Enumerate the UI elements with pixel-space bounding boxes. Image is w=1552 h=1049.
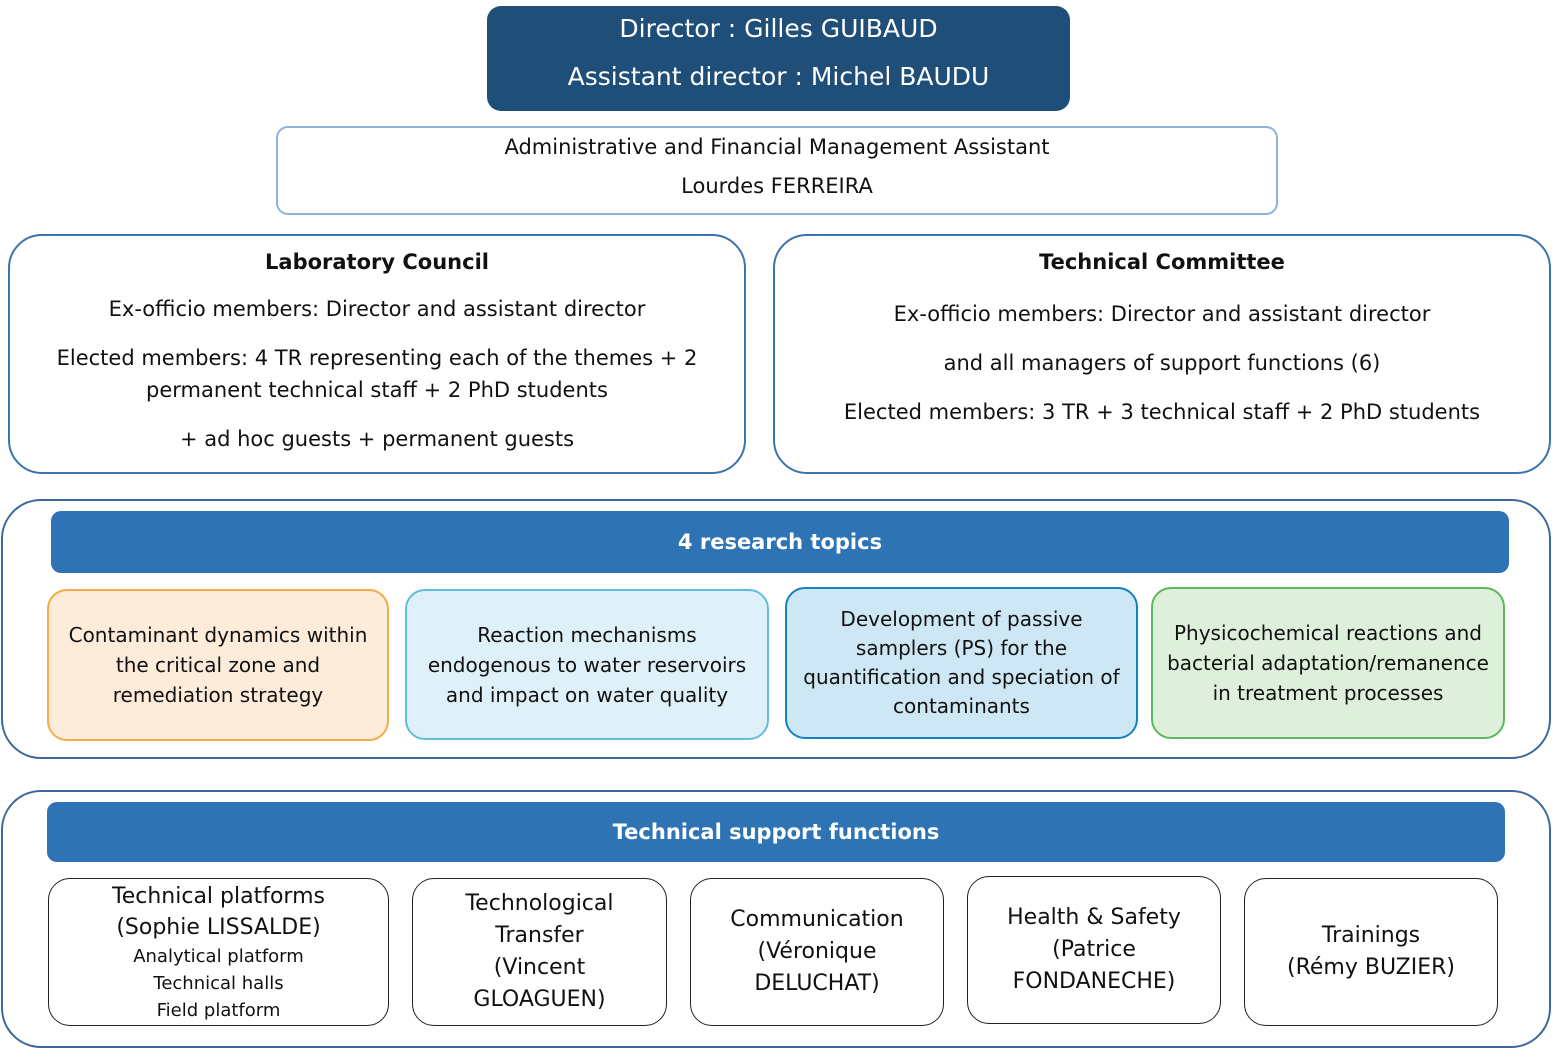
support-functions-container (1, 790, 1551, 1048)
technical-committee-box: Technical Committee Ex-officio members: … (773, 234, 1551, 474)
function-line: Health & Safety (1007, 905, 1181, 930)
function-subitem: Analytical platform (133, 945, 304, 967)
research-topic-card: Development of passive samplers (PS) for… (785, 587, 1138, 739)
support-function-card: Health & Safety (Patrice FONDANECHE) (967, 876, 1221, 1024)
topic-line: the critical zone and (115, 653, 321, 677)
assistant-director-name: Assistant director : Michel BAUDU (567, 61, 990, 91)
function-title: Technical platforms (112, 883, 325, 909)
research-topic-card: Contaminant dynamics within the critical… (47, 589, 389, 741)
topic-line: in treatment processes (1212, 681, 1444, 705)
director-box: Director : Gilles GUIBAUD Assistant dire… (487, 6, 1070, 111)
function-line: Communication (730, 907, 904, 932)
research-topic-text: Development of passive samplers (PS) for… (803, 605, 1119, 721)
function-line: GLOAGUEN) (473, 987, 606, 1012)
topic-line: quantification and speciation of (803, 665, 1120, 689)
committee-managers: and all managers of support functions (6… (943, 351, 1381, 375)
function-subitem: Technical halls (153, 972, 284, 994)
committee-elected: Elected members: 3 TR + 3 technical staf… (843, 400, 1481, 424)
function-line: FONDANECHE) (1012, 969, 1176, 994)
topic-line: remediation strategy (112, 683, 324, 707)
support-functions-banner: Technical support functions (47, 802, 1505, 862)
council-guests: + ad hoc guests + permanent guests (179, 427, 575, 451)
topic-line: samplers (PS) for the (855, 636, 1068, 660)
research-topic-card: Physicochemical reactions and bacterial … (1151, 587, 1505, 739)
support-function-card: Technical platforms (Sophie LISSALDE) An… (48, 878, 389, 1026)
topic-line: and impact on water quality (445, 682, 729, 707)
topic-line: Contaminant dynamics within (68, 623, 368, 647)
function-line: (Vincent (493, 955, 586, 980)
council-title: Laboratory Council (265, 250, 489, 274)
topic-line: Reaction mechanisms (477, 622, 697, 647)
admin-assistant-name: Lourdes FERREIRA (681, 174, 873, 198)
council-elected: Elected members: 4 TR representing each … (57, 342, 698, 406)
function-line: Technological (465, 891, 614, 916)
function-line: Transfer (495, 923, 584, 948)
topic-line: Physicochemical reactions and (1173, 621, 1483, 645)
committee-ex-officio: Ex-officio members: Director and assista… (893, 302, 1431, 326)
admin-assistant-role: Administrative and Financial Management … (504, 135, 1050, 159)
function-manager: (Sophie LISSALDE) (116, 914, 321, 940)
function-line: Trainings (1321, 923, 1421, 948)
support-function-card: Communication (Véronique DELUCHAT) (690, 878, 944, 1026)
research-topic-text: Contaminant dynamics within the critical… (69, 620, 368, 710)
research-topic-text: Reaction mechanisms endogenous to water … (428, 620, 746, 710)
function-line: DELUCHAT) (754, 971, 880, 996)
committee-title: Technical Committee (1039, 250, 1285, 274)
council-elected-line-2: permanent technical staff + 2 PhD studen… (146, 378, 608, 402)
research-topic-card: Reaction mechanisms endogenous to water … (405, 589, 769, 740)
research-topics-container (1, 499, 1551, 759)
support-function-card: Trainings (Rémy BUZIER) (1244, 878, 1498, 1026)
director-name: Director : Gilles GUIBAUD (619, 14, 938, 43)
admin-assistant-box: Administrative and Financial Management … (276, 126, 1278, 215)
function-line: (Véronique (757, 939, 877, 964)
council-elected-line-1: Elected members: 4 TR representing each … (56, 346, 698, 370)
function-line: (Rémy BUZIER) (1287, 955, 1455, 980)
topic-line: bacterial adaptation/remanence (1167, 651, 1489, 675)
council-ex-officio: Ex-officio members: Director and assista… (108, 297, 646, 321)
topic-line: contaminants (893, 694, 1030, 718)
topic-line: Development of passive (840, 607, 1083, 631)
function-line: (Patrice (1052, 937, 1136, 962)
function-subitem: Field platform (156, 999, 281, 1021)
laboratory-council-box: Laboratory Council Ex-officio members: D… (8, 234, 746, 474)
topic-line: endogenous to water reservoirs (427, 652, 747, 677)
support-function-card: Technological Transfer (Vincent GLOAGUEN… (412, 878, 667, 1026)
research-topic-text: Physicochemical reactions and bacterial … (1167, 618, 1489, 708)
research-topics-banner: 4 research topics (51, 511, 1509, 573)
